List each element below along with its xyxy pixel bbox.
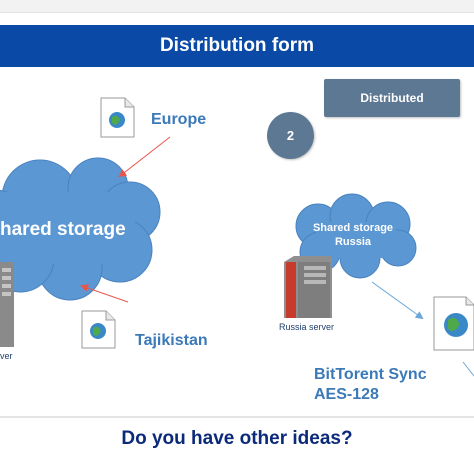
- divider: [0, 416, 474, 418]
- server-icon: [0, 262, 14, 347]
- server-icon: [284, 256, 332, 318]
- left-server-caption: ver: [0, 351, 13, 361]
- arrow-right-edge: [462, 361, 474, 377]
- top-strip: [0, 0, 474, 13]
- arrow-tajikistan: [80, 284, 129, 303]
- arrow-europe: [118, 136, 171, 178]
- page-title: Distribution form: [159, 35, 315, 56]
- document-globe-icon: [81, 310, 116, 349]
- main-storage-label: hared storage: [0, 219, 126, 240]
- europe-label: Europe: [151, 111, 207, 128]
- encryption-label: AES-128: [314, 386, 379, 403]
- document-globe-icon: [100, 97, 135, 138]
- closing-question: Do you have other ideas?: [121, 428, 353, 449]
- distributed-badge: Distributed: [324, 79, 460, 117]
- step-number-badge: 2: [267, 112, 314, 159]
- arrow-bittorrent: [371, 281, 424, 320]
- document-globe-icon: [433, 296, 474, 351]
- bittorrent-label: BitTorent Sync: [314, 366, 427, 383]
- russia-server-caption: Russia server: [279, 322, 335, 332]
- tajikistan-label: Tajikistan: [135, 332, 208, 349]
- title-bar: Distribution form: [0, 25, 474, 67]
- russia-storage-label: Shared storage: [312, 222, 394, 234]
- russia-storage-sublabel: Russia: [334, 236, 372, 248]
